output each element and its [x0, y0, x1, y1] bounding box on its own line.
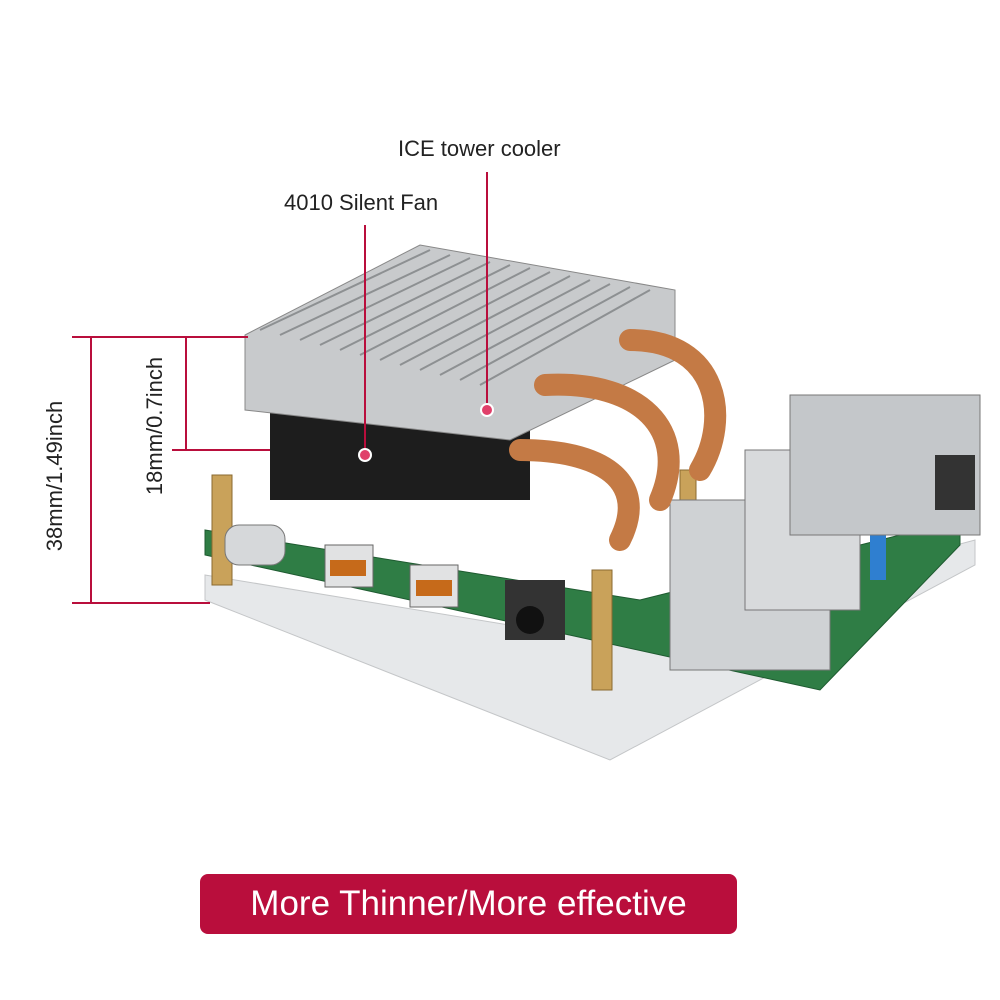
ports [224, 394, 981, 671]
cooler-height-label: 18mm/0.7inch [142, 356, 167, 496]
tagline-text: More Thinner/More effective [250, 884, 687, 923]
fan-callout-dot [358, 448, 372, 462]
dimension-lines [72, 336, 270, 604]
tagline-banner: More Thinner/More effective [200, 874, 737, 934]
callout-lines [364, 172, 488, 455]
fan-callout-label: 4010 Silent Fan [284, 190, 439, 215]
heatsink-fins [259, 249, 651, 386]
heatsink [244, 244, 676, 441]
copper-heat-pipes [509, 329, 727, 551]
total-height-label: 38mm/1.49inch [42, 400, 67, 552]
cooler-callout-dot [480, 403, 494, 417]
cooler-callout-label: ICE tower cooler [398, 136, 561, 161]
